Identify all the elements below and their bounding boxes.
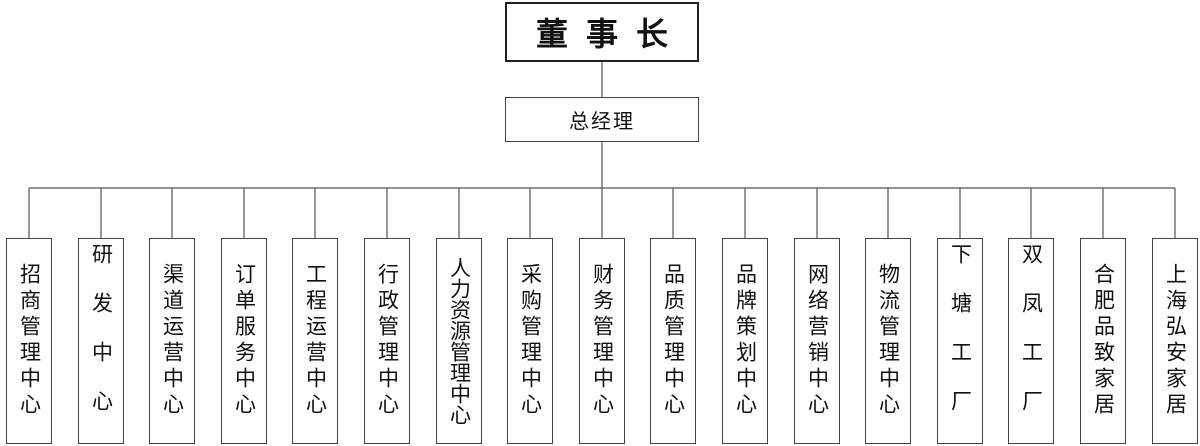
department-box: 下塘工厂 — [937, 238, 983, 444]
department-box: 财务管理中心 — [579, 238, 625, 444]
department-box: 上海弘安家居 — [1152, 238, 1198, 444]
department-label: 下塘工厂 — [948, 243, 973, 439]
department-box: 招商管理中心 — [6, 238, 52, 444]
department-box: 合肥品致家居 — [1080, 238, 1126, 444]
department-label: 采购管理中心 — [518, 263, 543, 419]
department-label: 物流管理中心 — [876, 263, 901, 419]
department-label: 招商管理中心 — [17, 263, 42, 419]
department-label: 网络营销中心 — [805, 263, 830, 419]
department-label: 上海弘安家居 — [1163, 263, 1188, 419]
department-label: 研发中心 — [89, 243, 114, 439]
department-box: 订单服务中心 — [221, 238, 267, 444]
general-manager-box: 总经理 — [505, 97, 699, 142]
department-label: 工程运营中心 — [303, 263, 328, 419]
department-box: 工程运营中心 — [292, 238, 338, 444]
department-label: 合肥品致家居 — [1091, 263, 1116, 419]
department-box: 品牌策划中心 — [722, 238, 768, 444]
department-box: 研发中心 — [78, 238, 124, 444]
department-box: 行政管理中心 — [364, 238, 410, 444]
chairman-label: 董事长 — [535, 15, 686, 53]
department-box: 物流管理中心 — [865, 238, 911, 444]
department-label: 行政管理中心 — [375, 263, 400, 419]
department-label: 订单服务中心 — [232, 263, 257, 419]
department-label: 财务管理中心 — [590, 263, 615, 419]
department-box: 人力资源管理中心 — [436, 238, 482, 444]
general-manager-label: 总经理 — [569, 109, 635, 133]
department-box: 品质管理中心 — [650, 238, 696, 444]
chairman-box: 董事长 — [505, 2, 699, 62]
department-label: 品牌策划中心 — [733, 263, 758, 419]
department-label: 双凤工厂 — [1019, 243, 1044, 439]
department-box: 双凤工厂 — [1008, 238, 1054, 444]
department-label: 品质管理中心 — [661, 263, 686, 419]
department-box: 网络营销中心 — [794, 238, 840, 444]
department-box: 采购管理中心 — [507, 238, 553, 444]
department-label: 渠道运营中心 — [160, 263, 185, 419]
department-box: 渠道运营中心 — [149, 238, 195, 444]
department-label: 人力资源管理中心 — [447, 257, 472, 425]
